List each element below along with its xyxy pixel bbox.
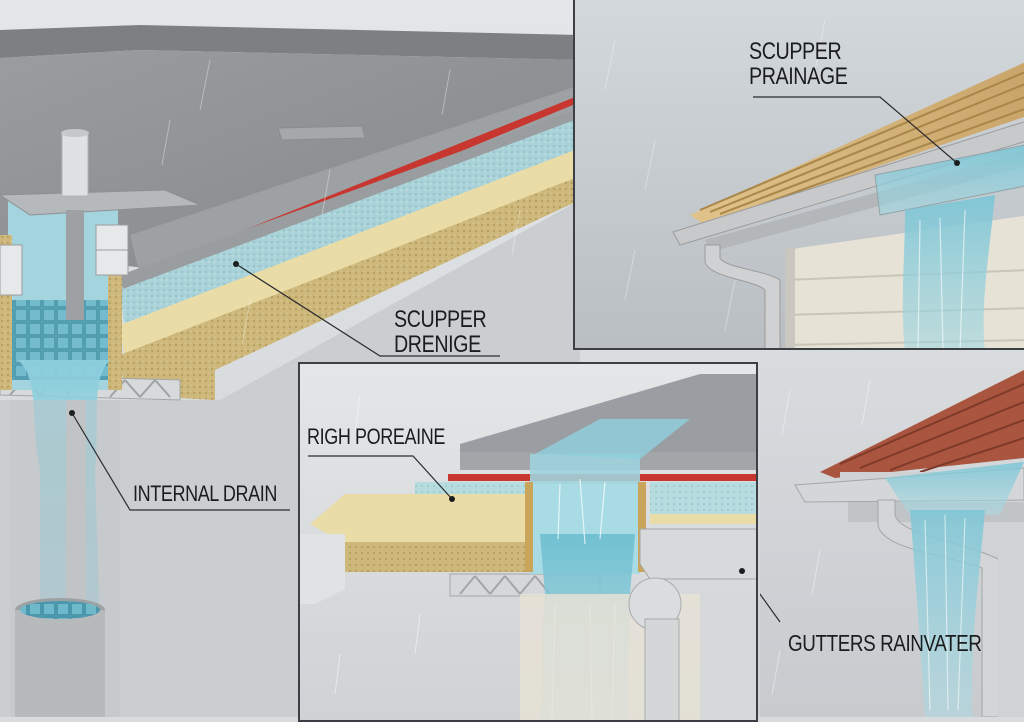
tile-roof-gutter-panel bbox=[760, 350, 1024, 717]
roof-edge-section-panel bbox=[298, 362, 758, 722]
label-scupper-prainage-line1: SCUPPER bbox=[749, 38, 842, 65]
pitched-roof-illustration bbox=[575, 0, 1024, 348]
label-scupper-drenige-line2: DRENIGE bbox=[394, 331, 481, 359]
label-scupper-drenige-line1: SCUPPER bbox=[394, 306, 487, 333]
label-internal-drain-text: INTERNAL DRAIN bbox=[133, 481, 277, 506]
roof-edge-section-illustration bbox=[300, 364, 756, 720]
label-righ-poreaine-text: RIGH POREAINE bbox=[307, 424, 446, 449]
label-scupper-drenige: SCUPPER DRENIGE bbox=[394, 306, 487, 359]
label-scupper-prainage-line2: PRAINAGE bbox=[749, 63, 848, 91]
pitched-roof-scupper-panel bbox=[573, 0, 1024, 350]
label-internal-drain: INTERNAL DRAIN bbox=[133, 482, 277, 505]
tile-roof-illustration bbox=[760, 350, 1024, 717]
label-scupper-prainage: SCUPPER PRAINAGE bbox=[749, 38, 848, 91]
label-gutters-rainvater: GUTTERS RAINVATER bbox=[788, 631, 982, 655]
label-righ-poreaine: RIGH POREAINE bbox=[307, 425, 445, 448]
label-gutters-rainvater-text: GUTTERS RAINVATER bbox=[788, 630, 982, 656]
